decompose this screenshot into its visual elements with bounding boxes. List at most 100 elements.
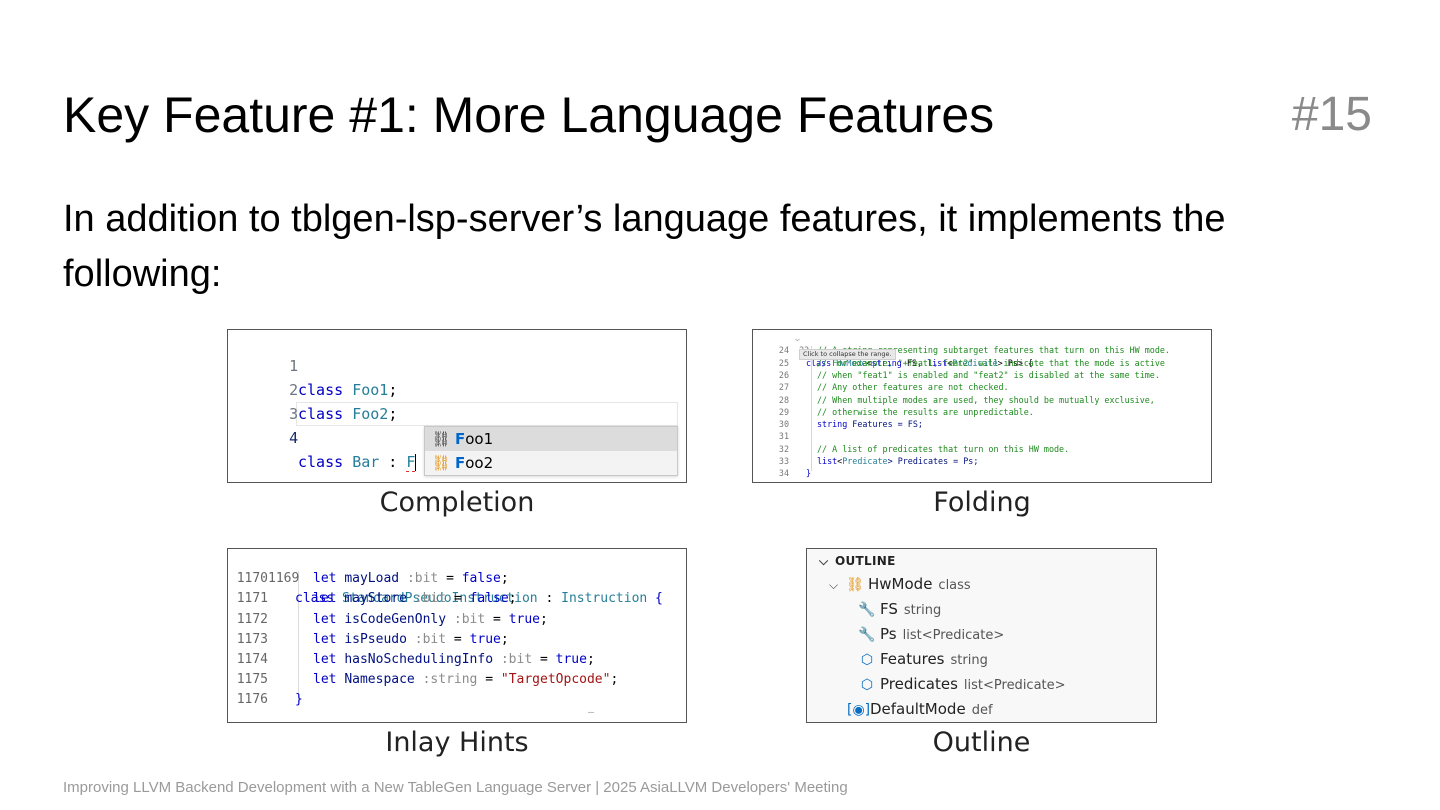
comment: // when "feat1" is enabled and "feat2" i… xyxy=(817,369,1160,380)
line-number: 1176 xyxy=(236,692,268,708)
outline-item-label: DefaultMode xyxy=(870,700,966,718)
line-number: 1173 xyxy=(236,631,268,647)
line-number: 1170 xyxy=(236,571,268,587)
inlay-hint: :bit xyxy=(500,652,533,667)
suggestion-match: F xyxy=(455,430,466,448)
line-number: 1 xyxy=(289,357,299,375)
code-line: 3 xyxy=(228,378,298,423)
outline-item-detail: list<Predicate> xyxy=(963,678,1066,693)
slide-footer: Improving LLVM Backend Development with … xyxy=(63,779,848,796)
chevron-down-icon: ⌵ xyxy=(819,554,829,568)
suggestion-list: ⛓Foo1 ⛓Foo2 xyxy=(424,426,678,476)
code-line: 32// A list of predicates that turn on t… xyxy=(753,443,1069,455)
line-number: 30 xyxy=(778,419,789,430)
keyword: class xyxy=(298,405,344,423)
folding-screenshot: ⌵ 23 class HwMode<string FS, list<Predic… xyxy=(752,329,1212,483)
punctuation: ; xyxy=(500,631,509,647)
type: Predicate xyxy=(952,357,998,368)
code-line: 31 xyxy=(753,430,789,442)
class-name: HwMode xyxy=(836,357,867,368)
wrench-icon: 🔧 xyxy=(858,602,876,618)
keyword: let xyxy=(313,672,337,688)
inlay-hint: :string xyxy=(422,672,478,688)
punctuation: : xyxy=(537,591,562,607)
suggestion-label: oo1 xyxy=(465,430,494,448)
line-number: 28 xyxy=(778,394,789,405)
line-number: 4 xyxy=(289,429,299,447)
punctuation: = xyxy=(485,611,509,627)
type: list xyxy=(817,456,838,466)
code-line: 27// Any other features are not checked. xyxy=(753,381,1009,393)
line-number: 1171 xyxy=(236,591,268,607)
outline-item-label: FS xyxy=(880,600,898,618)
class-symbol-icon: ⛓ xyxy=(846,577,864,593)
caption-outline: Outline xyxy=(932,727,1031,758)
code-line: 1176} xyxy=(228,690,303,710)
cube-icon: ⬡ xyxy=(860,652,874,668)
outline-item-detail: list<Predicate> xyxy=(902,628,1005,643)
class-name: StandardPseudoInstruction xyxy=(341,591,538,607)
keyword: let xyxy=(313,652,337,667)
line-number: 1169 xyxy=(268,571,300,587)
string-value: "TargetOpcode" xyxy=(500,672,611,688)
base-class: Instruction xyxy=(561,591,648,607)
code-line: 26 // when "feat1" is enabled and "feat2"… xyxy=(753,369,1160,381)
punctuation: < xyxy=(866,357,872,368)
code-line: 28// When multiple modes are used, they … xyxy=(753,394,1155,406)
field-name: isCodeGenOnly xyxy=(344,611,447,627)
code-line: 24// A string representing subtarget fea… xyxy=(753,344,1170,356)
class-symbol-icon: ⛓ xyxy=(431,430,451,448)
code-line[interactable]: 4 class Bar : F xyxy=(228,402,417,472)
wrench-icon: 🔧 xyxy=(858,627,876,643)
punctuation: : xyxy=(379,453,407,471)
field-name: Namespace xyxy=(344,672,415,688)
punctuation: ; xyxy=(500,571,509,587)
code-line: 34} xyxy=(753,467,811,479)
class-name: Bar xyxy=(352,453,380,471)
line-number: 27 xyxy=(778,382,789,393)
outline-header[interactable]: ⌵OUTLINE xyxy=(819,549,896,574)
suggestion-item[interactable]: ⛓Foo1 xyxy=(425,427,677,451)
def-symbol-icon: [◉] xyxy=(847,702,871,718)
punctuation: < xyxy=(947,357,953,368)
line-number: 2 xyxy=(289,381,299,399)
inlay-hint: :bit xyxy=(406,571,439,587)
closing-brace: } xyxy=(806,468,812,479)
punctuation: = xyxy=(446,631,470,647)
suggestion-item[interactable]: ⛓Foo2 xyxy=(425,451,677,475)
code-line: 29// otherwise the results are unpredict… xyxy=(753,406,1034,418)
type: list xyxy=(927,357,948,368)
caption-completion: Completion xyxy=(379,487,535,518)
line-number: 25 xyxy=(778,357,789,368)
value: true xyxy=(555,652,587,667)
inlay-hint: :bit xyxy=(414,631,447,647)
fold-chevron-icon[interactable]: ⌵ xyxy=(795,334,800,343)
closing-brace: } xyxy=(295,692,303,708)
line-number: 26 xyxy=(778,369,789,380)
outline-item-label: Ps xyxy=(880,625,897,643)
outline-item-ps[interactable]: 🔧Ps list<Predicate> xyxy=(857,622,1004,647)
line-number: 33 xyxy=(778,456,789,466)
keyword: let xyxy=(313,591,337,607)
punctuation: = xyxy=(438,571,462,587)
keyword: class xyxy=(298,453,344,471)
line-number: 3 xyxy=(289,405,299,423)
statement: Features = FS; xyxy=(847,419,923,430)
inlay-hint: :bit xyxy=(414,591,447,607)
suggestion-label: oo2 xyxy=(465,454,494,472)
inlay-hint: :bit xyxy=(453,611,486,627)
field-name: mayStore xyxy=(344,591,407,607)
value: false xyxy=(469,591,509,607)
punctuation: > Ps> { xyxy=(997,357,1033,368)
code-line: 1 class Foo1; xyxy=(228,330,397,399)
slide-title: Key Feature #1: More Language Features xyxy=(63,87,995,143)
